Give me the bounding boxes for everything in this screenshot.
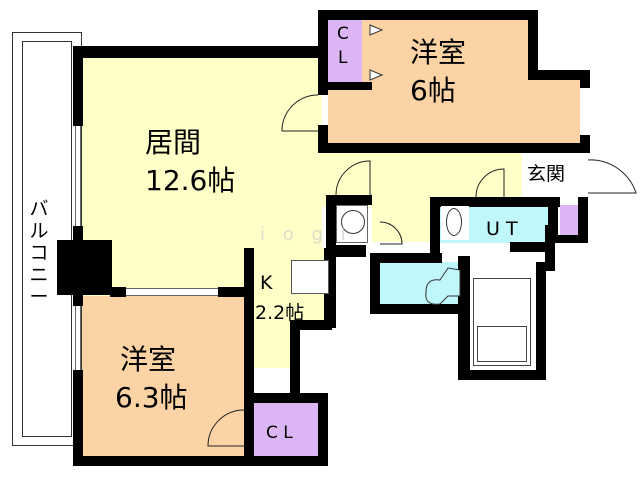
wall <box>73 456 328 466</box>
living-room-label: 居間 <box>145 126 202 159</box>
kitchen-size: 2.2帖 <box>255 302 305 324</box>
wall <box>458 370 546 380</box>
wall <box>545 225 555 271</box>
closet-north <box>328 20 362 82</box>
entrance-label: 玄関 <box>527 163 566 185</box>
wall <box>244 393 324 403</box>
wall <box>73 46 323 58</box>
wall <box>110 287 126 297</box>
balcony-inner <box>22 41 72 437</box>
wall <box>290 320 300 400</box>
western-room-south-label: 洋室 <box>120 343 177 376</box>
wall <box>73 46 83 126</box>
wall <box>318 143 590 153</box>
wall <box>218 287 254 297</box>
closet-north-label-c: C <box>337 24 349 44</box>
watermark: i o g i <box>260 224 352 245</box>
living-room-size: 12.6帖 <box>145 164 236 197</box>
closet-north-label-l: L <box>338 48 348 68</box>
hall <box>372 152 432 242</box>
wall <box>528 70 590 80</box>
window[interactable] <box>75 306 81 370</box>
wall <box>73 370 83 466</box>
window[interactable] <box>126 288 218 296</box>
sink-bowl <box>446 208 462 236</box>
wall <box>548 197 558 237</box>
wall <box>430 197 560 207</box>
column <box>57 240 112 295</box>
western-room-north-size: 6帖 <box>410 74 456 107</box>
wall <box>370 253 380 313</box>
wall <box>458 256 470 380</box>
wall <box>555 235 588 243</box>
wall <box>336 245 366 257</box>
wall <box>536 262 546 380</box>
wall <box>528 10 538 80</box>
wall <box>244 248 254 458</box>
wall <box>430 197 440 255</box>
wall <box>318 393 328 466</box>
wall <box>290 320 332 330</box>
closet-south-label: C L <box>266 423 293 443</box>
wall <box>370 253 442 263</box>
wall <box>578 197 588 237</box>
entrance-closet <box>560 205 578 235</box>
wall <box>580 70 590 88</box>
western-room-north-ext <box>528 80 580 143</box>
western-room-south-size: 6.3帖 <box>115 381 188 414</box>
wall <box>510 242 555 252</box>
wall <box>326 195 336 257</box>
window[interactable] <box>75 126 81 226</box>
western-room-south <box>82 296 244 456</box>
wall <box>318 125 328 153</box>
unit-toilet-label: U T <box>486 218 518 240</box>
washer-drum <box>341 210 365 234</box>
balcony-label: バルコニー <box>29 198 49 308</box>
wall <box>326 195 372 205</box>
wall <box>318 10 538 20</box>
kitchen-label: K <box>260 272 273 294</box>
kitchen-area <box>252 248 290 368</box>
fridge <box>291 260 329 294</box>
wall <box>328 82 372 90</box>
closet-south <box>254 400 318 456</box>
western-room-north-label: 洋室 <box>410 36 467 69</box>
bathtub-basin <box>477 326 527 362</box>
wall <box>370 304 460 314</box>
wall <box>318 10 328 95</box>
